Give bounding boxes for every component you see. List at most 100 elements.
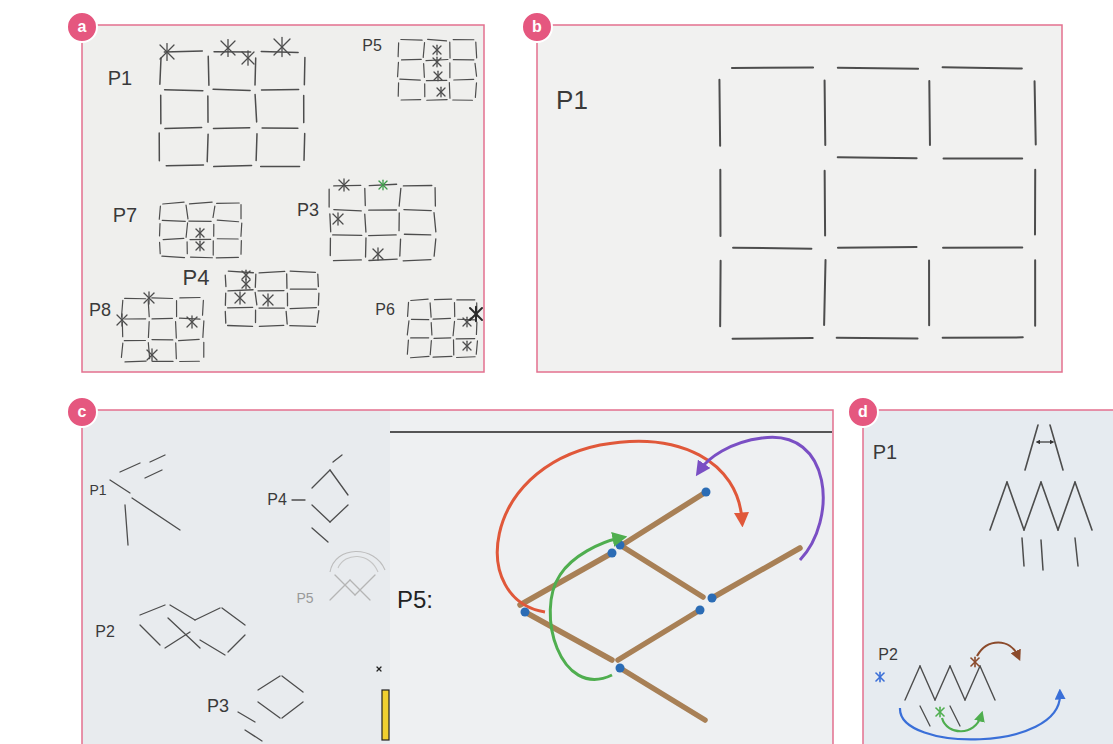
pencil-sketches — [454, 79, 474, 81]
cross-mark — [147, 350, 157, 360]
pencil-sketches — [364, 188, 366, 205]
cross-mark — [147, 350, 157, 360]
pencil-sketches-d — [1075, 482, 1092, 530]
double-arrow — [1038, 441, 1052, 442]
pencil-sketches-d — [1024, 482, 1041, 530]
pencil-sketches — [427, 99, 447, 101]
pencil-sketches-d — [965, 666, 980, 700]
pencil-sketch-large — [719, 170, 721, 236]
pencil-sketches — [433, 318, 450, 320]
pencil-sketches — [117, 37, 482, 361]
pencil-sketches — [434, 213, 436, 232]
pencil-sketches — [225, 311, 227, 323]
cross-mark — [339, 180, 349, 190]
pencil-sketches — [457, 299, 475, 300]
pencil-sketch-large — [943, 67, 1022, 68]
matchsticks — [708, 594, 717, 603]
pencil-sketches — [255, 134, 257, 161]
pencil-sketches-d — [950, 666, 965, 700]
pencil-sketches — [207, 56, 209, 85]
cross-mark — [187, 317, 197, 327]
pencil-sketches-c — [110, 480, 130, 493]
panel-letter: d — [858, 404, 868, 420]
pencil-sketches-c — [258, 702, 280, 718]
pencil-sketches — [411, 299, 428, 300]
cross-mark — [466, 317, 467, 327]
pencil-sketches-d — [1041, 540, 1043, 570]
pencil-sketches-d — [1075, 538, 1078, 566]
pencil-sketches — [213, 241, 214, 255]
pencil-sketches — [262, 127, 298, 129]
pencil-sketches — [175, 322, 177, 339]
pencil-sketches — [304, 57, 306, 84]
pencil-sketches — [449, 63, 450, 78]
pencil-sketches — [240, 223, 242, 236]
panel-badge — [67, 397, 97, 427]
cross-mark — [147, 349, 157, 361]
matchsticks — [620, 668, 705, 720]
pencil-sketches-c — [132, 498, 180, 530]
cross-mark — [433, 46, 441, 54]
pencil-sketches — [152, 318, 172, 320]
cross-mark — [437, 88, 445, 96]
photo-panel — [82, 410, 833, 744]
pencil-sketches — [411, 356, 429, 357]
pencil-sketches — [404, 209, 431, 211]
pencil-sketches-c — [330, 551, 385, 572]
pencil-sketches — [189, 202, 212, 204]
pencil-sketches — [214, 166, 252, 167]
pencil-sketches — [434, 337, 451, 339]
pencil-sketches — [261, 51, 298, 53]
pencil-sketches-c — [222, 608, 245, 625]
cross-mark — [196, 242, 204, 250]
pencil-sketches — [329, 214, 331, 232]
cross-mark — [437, 87, 445, 97]
pencil-sketches — [317, 311, 319, 323]
pencil-sketches-d — [1058, 482, 1075, 530]
pencil-sketches-c — [330, 505, 348, 522]
pencil-sketches-c — [335, 575, 355, 595]
pencil-sketch-large — [733, 248, 811, 249]
pencil-sketches — [407, 340, 408, 354]
pencil-sketches — [217, 238, 238, 239]
matchsticks — [702, 488, 711, 497]
pencil-sketches — [397, 62, 399, 76]
cross-mark — [436, 57, 437, 67]
cross-mark — [475, 307, 477, 321]
cross-mark — [333, 214, 343, 224]
pencil-sketches — [401, 39, 422, 41]
cross-mark — [337, 213, 338, 225]
pencil-sketches — [124, 340, 145, 341]
pencil-sketches-d — [990, 482, 1007, 530]
pencil-sketches-c — [292, 499, 305, 500]
sketch-label: P1 — [108, 68, 132, 88]
cross-mark — [245, 279, 246, 289]
sketch-label: P1 — [873, 442, 897, 462]
cross-mark — [187, 317, 197, 327]
pencil-sketches — [454, 303, 455, 317]
pencil-sketches — [333, 259, 361, 261]
pencil-sketch-large — [732, 67, 813, 69]
cross-mark — [339, 179, 349, 191]
pencil-sketches — [166, 164, 203, 166]
pencil-sketches-d — [950, 706, 960, 726]
pencil-sketch-large — [928, 260, 930, 325]
photo-panel — [82, 25, 484, 372]
pencil-sketches — [152, 297, 173, 299]
pencil-sketches — [290, 289, 316, 290]
pencil-sketches — [160, 58, 161, 84]
pencil-sketches — [163, 202, 184, 204]
sketch-label: P7 — [113, 205, 137, 225]
pencil-sketches — [475, 83, 476, 98]
cross-mark — [117, 314, 127, 326]
cross-mark — [939, 707, 941, 717]
pencil-sketches — [403, 260, 431, 261]
pencil-sketches-c — [145, 470, 162, 478]
matchsticks — [622, 492, 706, 545]
pencil-sketches — [153, 361, 173, 362]
pencil-sketches — [434, 239, 436, 256]
cross-mark — [876, 673, 884, 681]
pencil-sketches-d — [1041, 482, 1058, 530]
pencil-sketches — [407, 302, 409, 316]
